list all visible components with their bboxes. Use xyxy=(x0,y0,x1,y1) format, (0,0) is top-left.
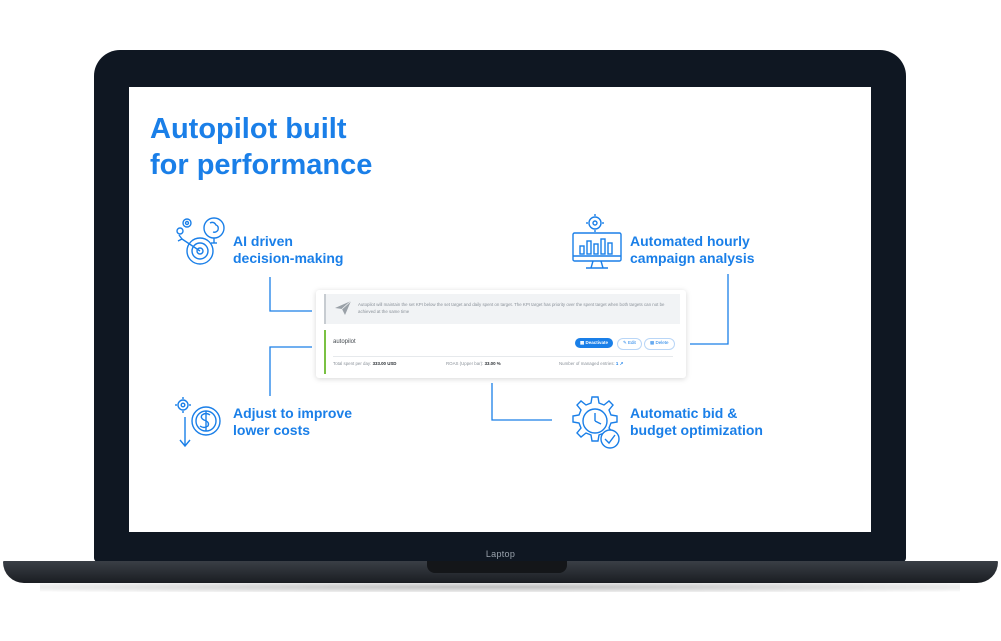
paper-plane-icon xyxy=(335,300,352,315)
headline-line-1: Autopilot built xyxy=(150,113,347,145)
stat-spent: Total spent per day: 333.00 USD xyxy=(333,361,396,366)
feature-bid-title: Automatic bid & budget optimization xyxy=(630,405,763,439)
stat-roas-label: ROAS (Upper bar): xyxy=(446,361,484,366)
stat-roas-value: 33.00 % xyxy=(484,361,501,366)
card-divider xyxy=(333,356,673,357)
delete-button[interactable]: ▩ Delete xyxy=(644,338,675,350)
laptop-shadow xyxy=(40,582,960,592)
stat-spent-value: 333.00 USD xyxy=(372,361,397,366)
feature-hourly-title: Automated hourly campaign analysis xyxy=(630,233,755,267)
deactivate-label: Deactivate xyxy=(585,340,609,345)
laptop-label: Laptop xyxy=(485,549,516,559)
feature-ai-title: AI driven decision-making xyxy=(233,233,343,267)
headline: Autopilot built for performance xyxy=(150,111,372,183)
feature-ai-line-1: AI driven xyxy=(233,233,293,249)
feature-costs-line-2: lower costs xyxy=(233,422,311,438)
autopilot-card: Autopilot will maintain the set KPI belo… xyxy=(316,290,686,378)
feature-costs-line-1: Adjust to improve xyxy=(233,405,353,421)
stat-entries: Number of managed entries: 1 ↗ xyxy=(559,361,623,367)
connector-bid xyxy=(491,383,552,421)
delete-label: Delete xyxy=(655,340,669,345)
feature-hourly-line-2: campaign analysis xyxy=(630,250,755,266)
stat-entries-label: Number of managed entries: xyxy=(559,361,615,366)
feature-costs-title: Adjust to improve lower costs xyxy=(233,405,352,439)
stat-entries-link[interactable]: 1 ↗ xyxy=(616,361,623,366)
trash-icon: ▩ xyxy=(650,340,656,345)
stat-entries-value: 1 xyxy=(615,361,619,366)
pencil-icon: ✎ xyxy=(623,340,629,345)
deactivate-icon: ▦ xyxy=(580,340,586,345)
stat-spent-label: Total spent per day: xyxy=(333,361,372,366)
dollar-down-gear-icon xyxy=(175,397,221,448)
connector-lines xyxy=(269,274,729,421)
deactivate-button[interactable]: ▦ Deactivate xyxy=(575,338,614,348)
connector-costs xyxy=(269,346,312,396)
autopilot-name: autopilot xyxy=(333,339,356,345)
autopilot-info-box: Autopilot will maintain the set KPI belo… xyxy=(324,294,680,324)
laptop-notch xyxy=(427,561,567,573)
laptop-screen: Autopilot built for performance AI drive… xyxy=(129,87,871,532)
feature-bid-line-2: budget optimization xyxy=(630,422,763,438)
edit-label: Edit xyxy=(628,340,636,345)
autopilot-rule: autopilot ▦ Deactivate ✎ Edit ▩ Delete T… xyxy=(324,330,680,374)
monitor-chart-gear-icon xyxy=(572,214,622,269)
ai-brain-target-icon xyxy=(176,217,225,265)
feature-hourly-line-1: Automated hourly xyxy=(630,233,750,249)
gear-clock-check-icon xyxy=(572,396,620,449)
autopilot-info-text: Autopilot will maintain the set KPI belo… xyxy=(358,302,665,314)
edit-button[interactable]: ✎ Edit xyxy=(617,338,642,350)
external-link-icon: ↗ xyxy=(619,361,624,366)
connector-ai xyxy=(269,277,312,312)
headline-line-2: for performance xyxy=(150,149,373,181)
feature-ai-line-2: decision-making xyxy=(233,250,344,266)
feature-bid-line-1: Automatic bid & xyxy=(630,405,738,421)
connector-hourly xyxy=(690,274,729,345)
stat-roas: ROAS (Upper bar): 33.00 % xyxy=(446,361,501,366)
